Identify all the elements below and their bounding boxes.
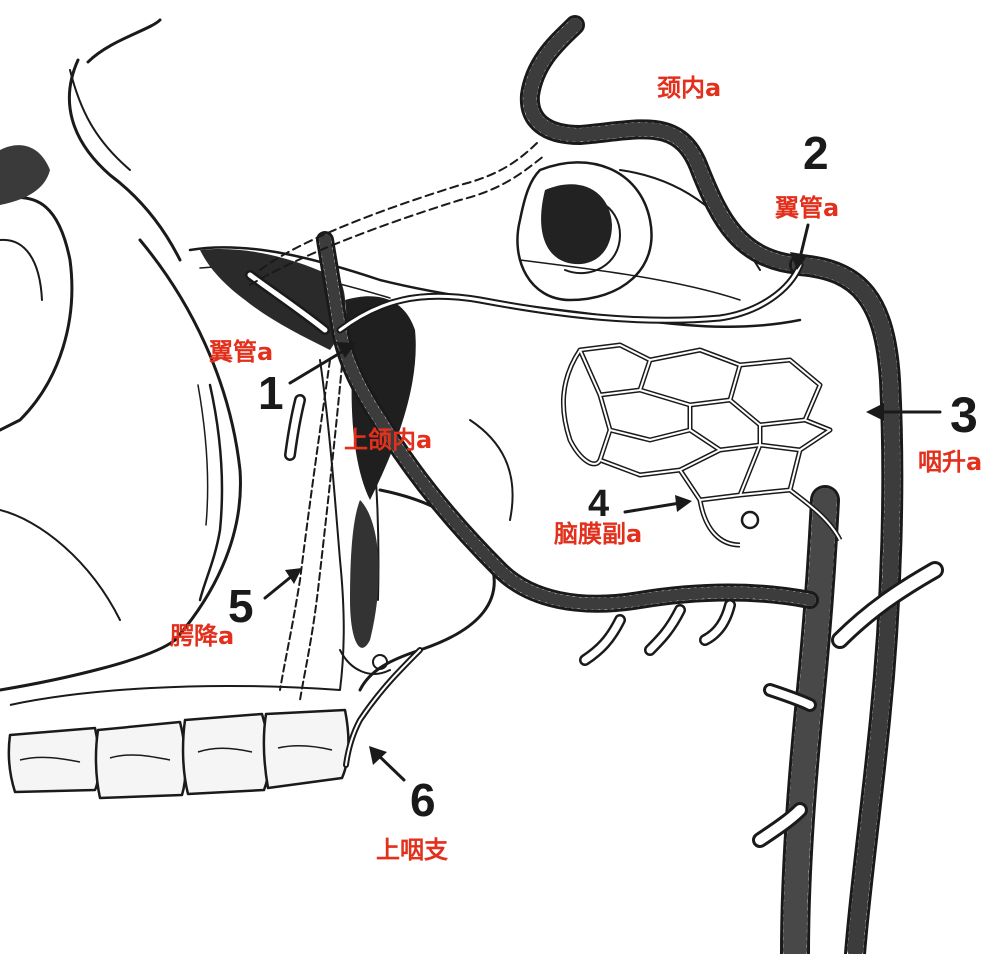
arrow-5: [265, 568, 302, 598]
arrow-4: [625, 495, 692, 512]
side-branch-vessel: [760, 570, 935, 840]
arrow-6: [369, 746, 404, 780]
marker-number-2: 2: [803, 130, 829, 176]
label-accessory-meningeal: 脑膜副a: [554, 522, 642, 546]
label-descending-palatine: 腭降a: [170, 624, 234, 648]
descending-palatine-course-2: [300, 365, 342, 700]
marker-number-1: 1: [258, 370, 284, 416]
dashed-course: [260, 140, 540, 270]
label-superior-pharyngeal: 上咽支: [376, 838, 448, 862]
marker-number-6: 6: [410, 777, 436, 823]
label-internal-maxillary: 上颌内a: [344, 428, 432, 452]
label-internal-carotid: 颈内a: [657, 76, 721, 100]
arrow-3: [866, 403, 940, 421]
teeth: [9, 686, 349, 798]
descending-palatine-course: [280, 360, 330, 690]
marker-number-4: 4: [588, 485, 609, 523]
marker-number-3: 3: [950, 390, 978, 440]
label-ascending-pharyngeal: 咽升a: [918, 450, 982, 474]
label-vidian-right: 翼管a: [775, 196, 839, 220]
label-vidian-left: 翼管a: [209, 340, 273, 364]
external-carotid-vessel: [795, 500, 825, 954]
